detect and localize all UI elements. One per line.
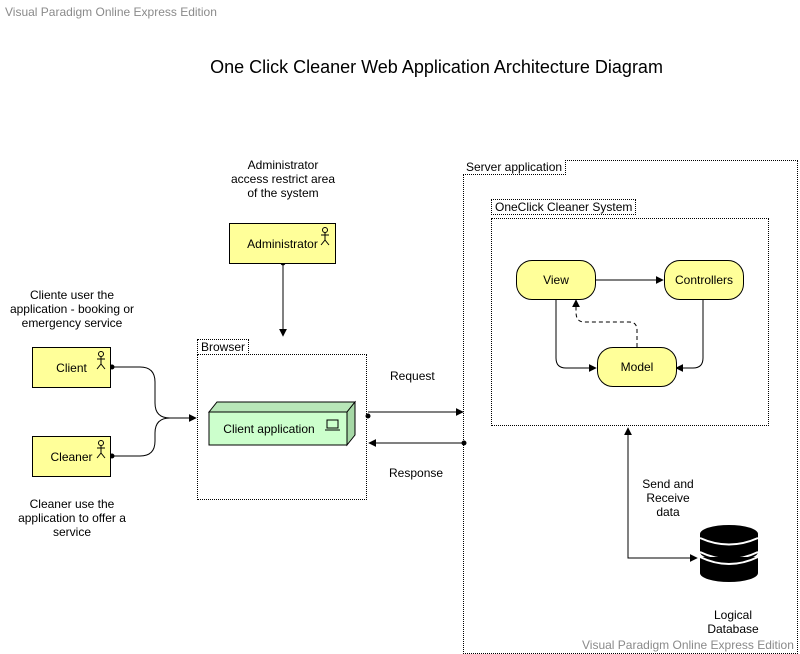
view-node[interactable]: View <box>516 260 596 300</box>
model-node[interactable]: Model <box>597 347 677 387</box>
watermark-top: Visual Paradigm Online Express Edition <box>5 5 217 19</box>
note-line: application to offer a <box>18 511 126 525</box>
response-label: Response <box>389 466 444 480</box>
note-line: Receive <box>646 491 690 505</box>
oneclick-system-label: OneClick Cleaner System <box>491 199 637 215</box>
oneclick-system-container[interactable] <box>491 218 769 426</box>
note-line: Administrator <box>247 158 319 172</box>
model-label: Model <box>620 360 654 374</box>
note-line: Send and <box>642 477 694 491</box>
note-line: data <box>656 505 680 519</box>
note-line: Cliente user the <box>29 288 115 302</box>
note-line: emergency service <box>21 316 123 330</box>
client-application-node[interactable] <box>207 400 357 447</box>
database-label-line: Database <box>707 622 759 636</box>
database-edge-note: Send and Receive data <box>628 477 708 519</box>
controllers-to-model-edge <box>675 300 704 372</box>
note-line: access restrict area <box>230 172 336 186</box>
browser-label: Browser <box>197 339 250 355</box>
model-to-view-dashed-edge <box>572 299 638 347</box>
database-label: Logical Database <box>693 608 773 636</box>
administrator-note: Administrator access restrict area of th… <box>213 158 353 200</box>
controllers-label: Controllers <box>674 273 734 287</box>
note-line: service <box>52 525 91 539</box>
administrator-actor[interactable]: Administrator <box>229 223 336 264</box>
cleaner-note: Cleaner use the application to offer a s… <box>2 497 142 539</box>
client-application-label: Client application <box>223 421 315 436</box>
cleaner-label: Cleaner <box>50 449 93 464</box>
cleaner-to-browser-edge <box>109 417 171 459</box>
note-line: Cleaner use the <box>29 497 115 511</box>
diagram-title: One Click Cleaner Web Application Archit… <box>210 57 663 77</box>
database-icon <box>699 525 759 582</box>
view-label: View <box>543 273 569 287</box>
browser-container[interactable] <box>197 354 367 500</box>
view-to-model-edge <box>555 300 597 372</box>
client-actor[interactable]: Client <box>32 347 111 388</box>
controllers-node[interactable]: Controllers <box>664 260 744 300</box>
note-line: of the system <box>247 186 319 200</box>
response-edge <box>368 439 467 447</box>
request-edge <box>365 408 464 419</box>
database-label-line: Logical <box>713 608 753 622</box>
client-note: Cliente user the application - booking o… <box>2 288 142 330</box>
laptop-icon <box>325 419 340 431</box>
server-application-label: Server application <box>463 160 567 175</box>
request-label: Request <box>390 369 435 383</box>
client-label: Client <box>56 360 87 375</box>
client-to-browser-edge <box>109 364 197 422</box>
administrator-label: Administrator <box>247 236 318 251</box>
watermark-bottom: Visual Paradigm Online Express Edition <box>582 638 794 652</box>
note-line: application - booking or <box>9 302 135 316</box>
cleaner-actor[interactable]: Cleaner <box>32 436 111 477</box>
admin-to-browser-edge <box>279 260 287 337</box>
